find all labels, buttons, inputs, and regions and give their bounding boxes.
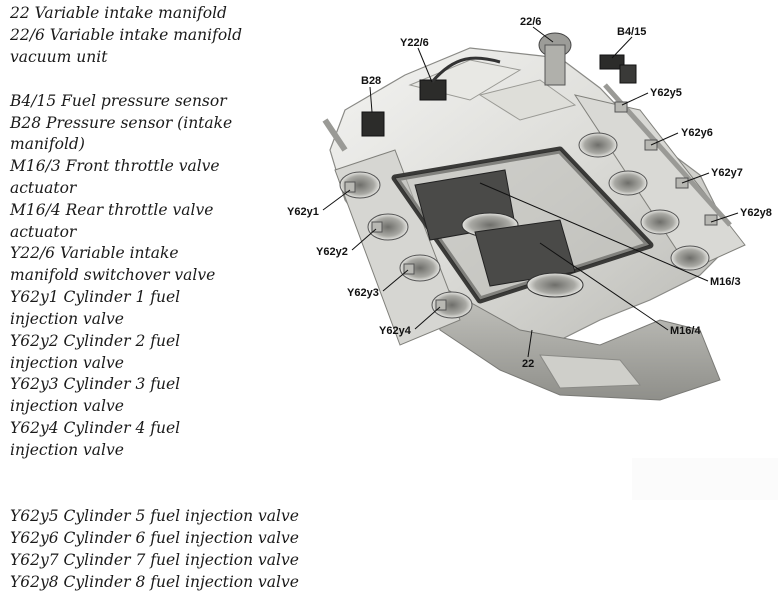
switchover-valve — [419, 56, 501, 101]
legend-line: manifold switchover valve — [10, 266, 216, 284]
vacuum-unit — [538, 32, 572, 86]
callout-y62y5: Y62y5 — [650, 87, 682, 99]
legend-line: M16/3 Front throttle valve — [10, 157, 220, 175]
callout-y22-6: Y22/6 — [400, 37, 429, 49]
callout-y62y8: Y62y8 — [740, 207, 772, 219]
callout-y62y2: Y62y2 — [316, 246, 348, 258]
legend-line: injection valve — [10, 354, 124, 372]
legend-line: B4/15 Fuel pressure sensor — [10, 92, 227, 110]
callout-y62y7: Y62y7 — [711, 167, 743, 179]
legend-line: Y62y5 Cylinder 5 fuel injection valve — [10, 507, 299, 525]
legend-line: Y22/6 Variable intake — [10, 244, 179, 262]
callout-22-6: 22/6 — [520, 16, 541, 28]
callout-b4-15: B4/15 — [617, 26, 646, 38]
leader-lines — [322, 26, 739, 358]
background-patch — [632, 458, 778, 500]
legend-line: Y62y6 Cylinder 6 fuel injection valve — [10, 529, 299, 547]
manifold-body — [322, 32, 746, 401]
legend-line: Y62y4 Cylinder 4 fuel — [10, 419, 181, 437]
legend-line: Y62y2 Cylinder 2 fuel — [10, 332, 181, 350]
callout-22: 22 — [522, 358, 534, 370]
legend-line: injection valve — [10, 310, 124, 328]
legend-line: B28 Pressure sensor (intake — [10, 114, 233, 132]
legend-line: M16/4 Rear throttle valve — [10, 201, 214, 219]
callout-y62y4: Y62y4 — [379, 325, 412, 337]
legend-line: Y62y1 Cylinder 1 fuel — [10, 288, 181, 306]
legend-line: Y62y7 Cylinder 7 fuel injection valve — [10, 551, 299, 569]
callout-m16-4: M16/4 — [670, 325, 701, 337]
rear-throttle-actuator — [474, 219, 584, 298]
callout-y62y3: Y62y3 — [347, 287, 379, 299]
legend-line: vacuum unit — [10, 48, 108, 66]
callout-b28: B28 — [361, 75, 381, 87]
callout-y62y1: Y62y1 — [287, 206, 319, 218]
legend-line: 22/6 Variable intake manifold — [10, 26, 243, 44]
callout-y62y6: Y62y6 — [681, 127, 713, 139]
legend-line: Y62y8 Cylinder 8 fuel injection valve — [10, 573, 299, 591]
legend-line: Y62y3 Cylinder 3 fuel — [10, 375, 181, 393]
callout-labels: 22/6 B4/15 Y22/6 B28 Y62y5 Y62y6 Y62y7 Y… — [287, 16, 772, 370]
legend-line: actuator — [10, 223, 77, 241]
legend-line: injection valve — [10, 397, 124, 415]
callout-m16-3: M16/3 — [710, 276, 741, 288]
legend-line: manifold) — [10, 135, 85, 153]
legend-line: actuator — [10, 179, 77, 197]
legend-line: injection valve — [10, 441, 124, 459]
pressure-sensor — [361, 111, 385, 137]
fuel-pressure-sensor — [599, 54, 637, 84]
legend-line: 22 Variable intake manifold — [10, 4, 227, 22]
right-intake-ports — [578, 132, 710, 271]
